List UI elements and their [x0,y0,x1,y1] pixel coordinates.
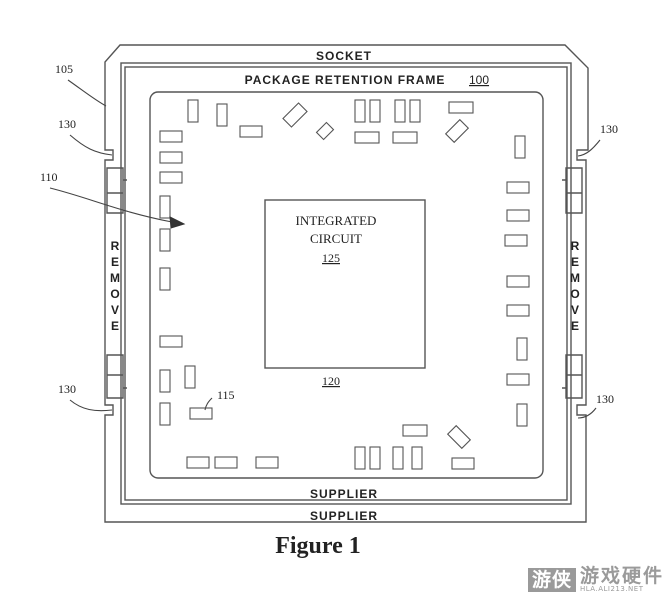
leader-130-tr [577,139,601,157]
component [315,121,335,141]
remove-left-label: REMOVE [108,239,122,335]
component [354,446,366,470]
die-ref-120: 120 [322,374,340,388]
component [159,267,171,291]
leader-130-br [577,407,597,419]
component [184,365,196,389]
component [506,275,530,288]
component [506,304,530,317]
component [444,118,470,144]
package-substrate [149,91,544,479]
component [187,99,199,123]
integrated-circuit-die [264,199,426,369]
component [354,99,366,123]
component [255,456,279,469]
component [369,446,381,470]
component [214,456,238,469]
component [239,125,263,138]
retention-frame-inner [124,66,568,501]
remove-right-label: REMOVE [568,239,582,335]
arrow-110 [49,187,173,223]
component [506,181,530,194]
remove-tab-left [106,167,127,399]
ref-105: 105 [55,62,73,76]
component [282,102,308,128]
remove-tab-right [562,167,583,399]
leader-130-tl [69,134,113,156]
component [506,373,530,386]
component [159,151,183,164]
ic-label-line2: CIRCUIT [310,231,362,246]
component [159,369,171,393]
ref-130-tl: 130 [58,117,76,131]
component [504,234,528,247]
frame-ref-100: 100 [469,73,489,87]
component [159,171,183,184]
component [159,335,183,348]
component [159,228,171,252]
ref-130-bl: 130 [58,382,76,396]
watermark-url: HLA.ALI213.NET [579,585,644,593]
component [516,337,528,361]
frame-label: PACKAGE RETENTION FRAME [245,73,446,87]
leader-105 [67,79,107,107]
ref-110: 110 [40,170,58,184]
component [216,103,228,127]
supplier-outer-label: SUPPLIER [310,509,378,523]
retention-frame-outer [120,62,572,505]
component [451,457,475,470]
ic-label-line1: INTEGRATED [296,213,377,228]
leader-130-bl [69,399,113,412]
socket-label: SOCKET [316,49,372,63]
leader-115 [204,397,213,411]
component [159,130,183,143]
watermark: 游侠 游戏硬件 HLA.ALI213.NET [527,565,664,593]
component [186,456,210,469]
socket-outline [104,44,589,523]
ref-115: 115 [217,388,235,402]
component [159,402,171,426]
arrow-110-head [169,216,186,229]
component [189,407,213,420]
component [369,99,381,123]
component [392,131,418,144]
component [394,99,406,123]
watermark-logo: 游侠 [527,568,576,592]
component [448,101,474,114]
component [506,209,530,222]
component [392,446,404,470]
supplier-inner-label: SUPPLIER [310,487,378,501]
watermark-cn: 游戏硬件 [579,565,664,587]
component [411,446,423,470]
figure-caption: Figure 1 [275,533,361,559]
ref-130-br: 130 [596,392,614,406]
ref-130-tr: 130 [600,122,618,136]
ic-ref-125: 125 [322,251,340,265]
component [402,424,428,437]
component [409,99,421,123]
component [446,424,472,450]
component [516,403,528,427]
component [514,135,526,159]
component [354,131,380,144]
component [159,195,171,219]
